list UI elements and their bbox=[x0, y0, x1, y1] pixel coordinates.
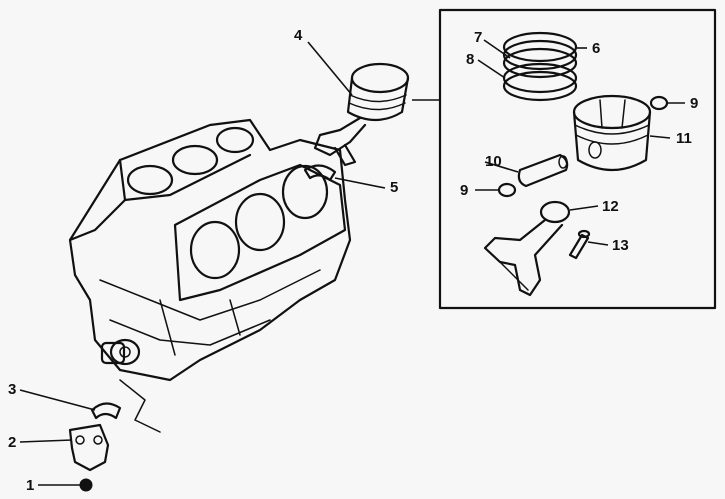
callout-4: 4 bbox=[294, 27, 303, 44]
callout-1: 1 bbox=[26, 477, 34, 494]
callout-12: 12 bbox=[602, 198, 619, 215]
bearing-shell-upper bbox=[303, 164, 337, 182]
callout-10: 10 bbox=[485, 153, 502, 170]
rod-bolt bbox=[568, 229, 591, 260]
piston-pin bbox=[517, 153, 569, 188]
connecting-rod bbox=[483, 200, 571, 297]
callout-9-lower: 9 bbox=[460, 182, 468, 199]
callout-7: 7 bbox=[474, 29, 482, 46]
callout-8: 8 bbox=[466, 51, 474, 68]
leader-lines bbox=[19, 39, 685, 486]
callout-3: 3 bbox=[8, 381, 16, 398]
callout-9-upper: 9 bbox=[690, 95, 698, 112]
callout-13: 13 bbox=[612, 237, 629, 254]
callout-2: 2 bbox=[8, 434, 16, 451]
callout-11: 11 bbox=[676, 130, 692, 147]
callout-5: 5 bbox=[390, 179, 398, 196]
callout-6: 6 bbox=[592, 40, 600, 57]
exploded-view-box bbox=[412, 8, 717, 310]
piston-ring-set bbox=[502, 31, 578, 102]
snap-ring-upper bbox=[649, 95, 669, 111]
cap-bolt bbox=[79, 478, 93, 492]
snap-ring-lower bbox=[497, 182, 517, 198]
main-bearing-shell bbox=[90, 402, 122, 420]
engine-block bbox=[68, 118, 352, 433]
piston bbox=[572, 94, 652, 171]
piston-assembly-installed bbox=[313, 62, 410, 167]
main-bearing-cap bbox=[68, 423, 110, 472]
